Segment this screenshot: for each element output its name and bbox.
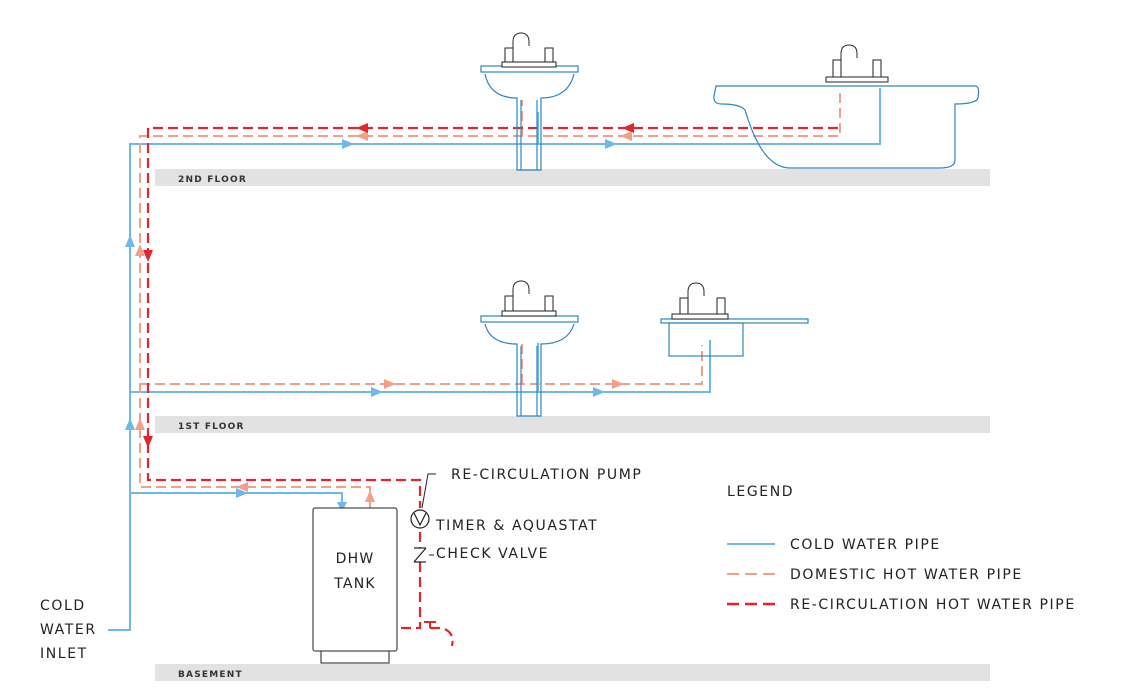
- pump-label: RE-CIRCULATION PUMP: [451, 467, 642, 483]
- recirculation-pipes: [146, 126, 838, 647]
- bathtub-second-floor: [713, 44, 980, 169]
- cold-flow-arrows: [125, 139, 617, 512]
- dhw-tank: [312, 507, 398, 664]
- cold-water-pipes: [108, 88, 881, 631]
- floor-label-first: 1ST FLOOR: [178, 422, 245, 432]
- counter-sink-first-floor: [660, 282, 809, 357]
- check-valve-icon: [413, 547, 427, 563]
- inlet-label-line3: INLET: [40, 646, 88, 662]
- floor-label-second: 2ND FLOOR: [178, 175, 247, 185]
- inlet-label-line1: COLD: [40, 598, 86, 614]
- legend-title: LEGEND: [727, 484, 794, 500]
- legend-label-recirc: RE-CIRCULATION HOT WATER PIPE: [790, 597, 1076, 613]
- hot-flow-arrows: [135, 131, 632, 502]
- pedestal-sink-second-floor: [480, 32, 579, 171]
- floor-slab-first: [155, 416, 990, 433]
- pump-leader-line: [421, 473, 436, 509]
- drain-valve-symbol: [424, 621, 436, 628]
- check-valve-label: CHECK VALVE: [436, 546, 549, 562]
- legend-label-cold: COLD WATER PIPE: [790, 537, 941, 553]
- timer-aquastat-label: TIMER & AQUASTAT: [435, 518, 598, 534]
- recirculation-pump-icon: [410, 509, 430, 529]
- floor-slab-basement: [155, 664, 990, 681]
- floor-label-basement: BASEMENT: [178, 670, 243, 680]
- legend-label-hot: DOMESTIC HOT WATER PIPE: [790, 567, 1023, 583]
- tank-label-line2: TANK: [333, 576, 376, 592]
- legend: LEGEND COLD WATER PIPE DOMESTIC HOT WATE…: [727, 484, 1076, 613]
- pedestal-sink-first-floor: [480, 280, 579, 417]
- domestic-hot-water-pipes: [139, 88, 841, 508]
- floor-slab-second: [155, 169, 990, 186]
- recirc-flow-arrows: [143, 123, 634, 448]
- inlet-label-line2: WATER: [40, 622, 97, 638]
- tank-label-line1: DHW: [336, 551, 375, 567]
